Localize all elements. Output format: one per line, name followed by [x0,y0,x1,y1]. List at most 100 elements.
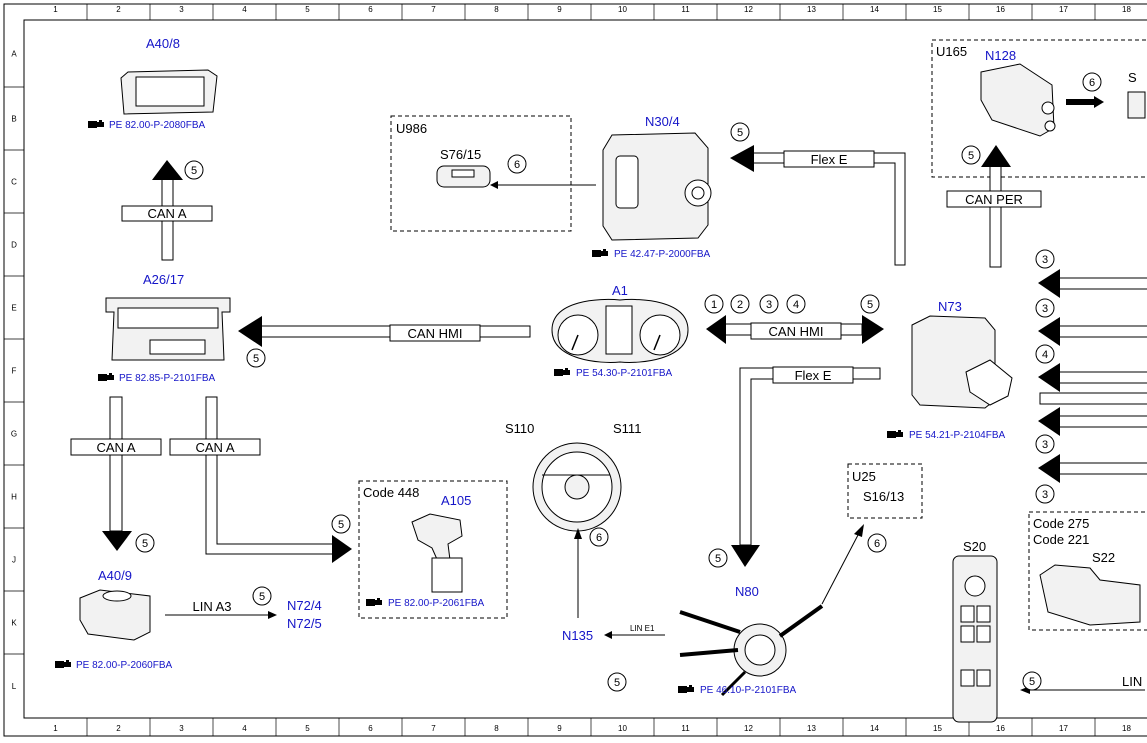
marker-m5: 5 [860,294,880,314]
marker-m1: 1 [704,294,724,314]
bus-can-a-down-2: CAN A [195,440,234,455]
grid-column-label: 7 [431,5,436,14]
grid-column-label: 11 [681,5,690,14]
grid-column-label: 5 [305,724,310,733]
svg-text:PE 46.10-P-2101FBA: PE 46.10-P-2101FBA [700,685,796,696]
lin-e1-link [604,631,665,639]
label-s16-13: S16/13 [863,489,904,504]
grid-row-label: B [11,115,16,124]
svg-text:6: 6 [596,532,602,544]
grid-column-label: 6 [368,5,373,14]
bus-can-per: CAN PER [965,192,1023,207]
label-u986: U986 [396,121,427,136]
label-s76-15: S76/15 [440,147,481,162]
grid-column-label: 9 [557,5,562,14]
grid-row-label: E [11,304,16,313]
grid-column-label: 13 [807,5,816,14]
steering-column-n80-part [679,604,824,697]
group-u25-box [847,463,923,519]
svg-text:5: 5 [338,519,344,531]
label-code448: Code 448 [363,485,419,500]
marker-m5: 5 [961,145,981,165]
label-n80: N80 [735,584,759,599]
label-a26-17: A26/17 [143,272,184,287]
svg-text:6: 6 [874,538,880,550]
svg-text:6: 6 [514,159,520,171]
label-n128: N128 [985,48,1016,63]
label-u165: U165 [936,44,967,59]
label-a40-9: A40/9 [98,568,132,583]
ref-a40-8: PE 82.00-P-2080FBA [88,120,205,131]
marker-m6: 6 [507,154,527,174]
grid-column-label: 10 [618,5,627,14]
label-code221: Code 221 [1033,532,1089,547]
seat-switch-s22-part [1039,564,1141,626]
lin-a3-link [165,611,277,619]
marker-m5: 5 [607,672,627,692]
grid-column-label: 14 [870,724,879,733]
svg-text:1: 1 [711,299,717,311]
grid-column-label: 13 [807,724,816,733]
marker-m4: 4 [1035,344,1055,364]
grid-column-label: 2 [116,5,121,14]
grid-row-label: G [11,430,17,439]
grid-row-label: F [12,367,17,376]
grid-column-label: 8 [494,724,499,733]
ref-a105: PE 82.00-P-2061FBA [366,598,484,609]
grid-row-label: L [12,682,17,691]
grid-row-label: A [11,50,17,59]
svg-text:5: 5 [614,677,620,689]
module-n128-part [980,63,1146,137]
svg-text:PE 54.30-P-2101FBA: PE 54.30-P-2101FBA [576,368,672,379]
gear-selector-a105-part [411,513,463,593]
grid-column-label: 12 [744,724,753,733]
bus-flex-e-mid: Flex E [795,368,832,383]
outer-frame [3,3,1147,737]
marker-m5: 5 [331,514,351,534]
grid-column-label: 6 [368,724,373,733]
label-n72-5: N72/5 [287,616,322,631]
switch-s76-15-part [436,165,491,188]
grid-column-label: 15 [933,724,942,733]
bus-flex-e-top: Flex E [811,152,848,167]
marker-m5: 5 [135,533,155,553]
svg-text:PE 82.85-P-2101FBA: PE 82.85-P-2101FBA [119,373,215,384]
marker-m3: 3 [1035,434,1055,454]
group-u986-box [390,115,572,232]
label-s20: S20 [963,539,986,554]
label-n30-4: N30/4 [645,114,680,129]
label-u25: U25 [852,469,876,484]
group-code448-box [358,480,508,619]
head-unit-a26-17-part [105,297,231,361]
bus-can-a-down-1: CAN A [96,440,135,455]
grid-column-label: 9 [557,724,562,733]
inner-frame [23,19,1147,719]
flex-e-mid-link [731,366,881,567]
can-hmi-right-link [706,315,884,344]
marker-m3: 3 [759,294,779,314]
label-n72-4: N72/4 [287,598,322,613]
svg-text:3: 3 [1042,439,1048,451]
marker-m3: 3 [1035,484,1055,504]
marker-m5: 5 [246,348,266,368]
n30-4-to-s76-15-arrow [490,181,596,189]
grid-column-label: 2 [116,724,121,733]
group-u165-box [931,39,1147,178]
door-switch-s20-part [952,555,998,723]
svg-text:5: 5 [968,150,974,162]
marker-m6: 6 [589,527,609,547]
marker-m5: 5 [708,548,728,568]
svg-text:5: 5 [737,127,743,139]
grid-column-label: 1 [53,724,58,733]
label-a40-8: A40/8 [146,36,180,51]
svg-text:PE 54.21-P-2104FBA: PE 54.21-P-2104FBA [909,430,1005,441]
svg-text:5: 5 [191,165,197,177]
label-a1: A1 [612,283,628,298]
can-hmi-left-link [238,316,531,347]
ref-n80: PE 46.10-P-2101FBA [678,685,796,696]
svg-text:3: 3 [1042,489,1048,501]
ref-n30-4: PE 42.47-P-2000FBA [592,249,710,260]
